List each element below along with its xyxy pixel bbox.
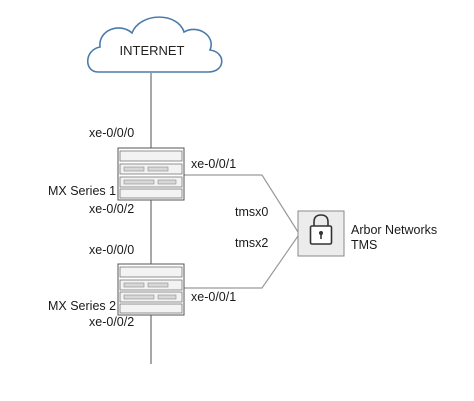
tms-appliance — [297, 210, 345, 257]
router-mx1-slot — [157, 179, 177, 185]
tms-interface-label-1: tmsx2 — [235, 236, 268, 250]
tms-label-line2: TMS — [351, 238, 377, 252]
router-mx1-slot — [123, 166, 145, 172]
mx2-port-bottom-label: xe-0/0/2 — [89, 315, 134, 329]
router-mx2-slot — [157, 294, 177, 300]
router-mx2-slot — [123, 294, 155, 300]
mx1-port-right-label: xe-0/0/1 — [191, 157, 236, 171]
router-mx2-band-4 — [119, 303, 183, 314]
link-mx2-tms — [184, 235, 299, 289]
lock-icon — [309, 214, 333, 245]
router-mx2-slot — [123, 282, 145, 288]
internet-cloud: INTERNET — [86, 16, 223, 73]
cloud-icon — [86, 16, 223, 73]
mx1-port-top-label: xe-0/0/0 — [89, 126, 134, 140]
router-mx1-slot — [147, 166, 169, 172]
router-mx1 — [117, 147, 185, 201]
mx2-name-label: MX Series 2 — [48, 299, 116, 313]
router-mx1-band-4 — [119, 188, 183, 199]
router-mx2 — [117, 263, 185, 316]
router-mx1-band-top — [119, 150, 183, 162]
mx1-name-label: MX Series 1 — [48, 184, 116, 198]
tms-interface-label-0: tmsx0 — [235, 205, 268, 219]
mx1-port-bottom-label: xe-0/0/2 — [89, 202, 134, 216]
router-mx2-slot — [147, 282, 169, 288]
mx2-port-top-label: xe-0/0/0 — [89, 243, 134, 257]
router-mx2-band-top — [119, 266, 183, 278]
cloud-label: INTERNET — [120, 43, 185, 58]
link-mx1-tms — [184, 174, 299, 233]
router-mx1-slot — [123, 179, 155, 185]
tms-label-line1: Arbor Networks — [351, 223, 437, 237]
mx2-port-right-label: xe-0/0/1 — [191, 290, 236, 304]
